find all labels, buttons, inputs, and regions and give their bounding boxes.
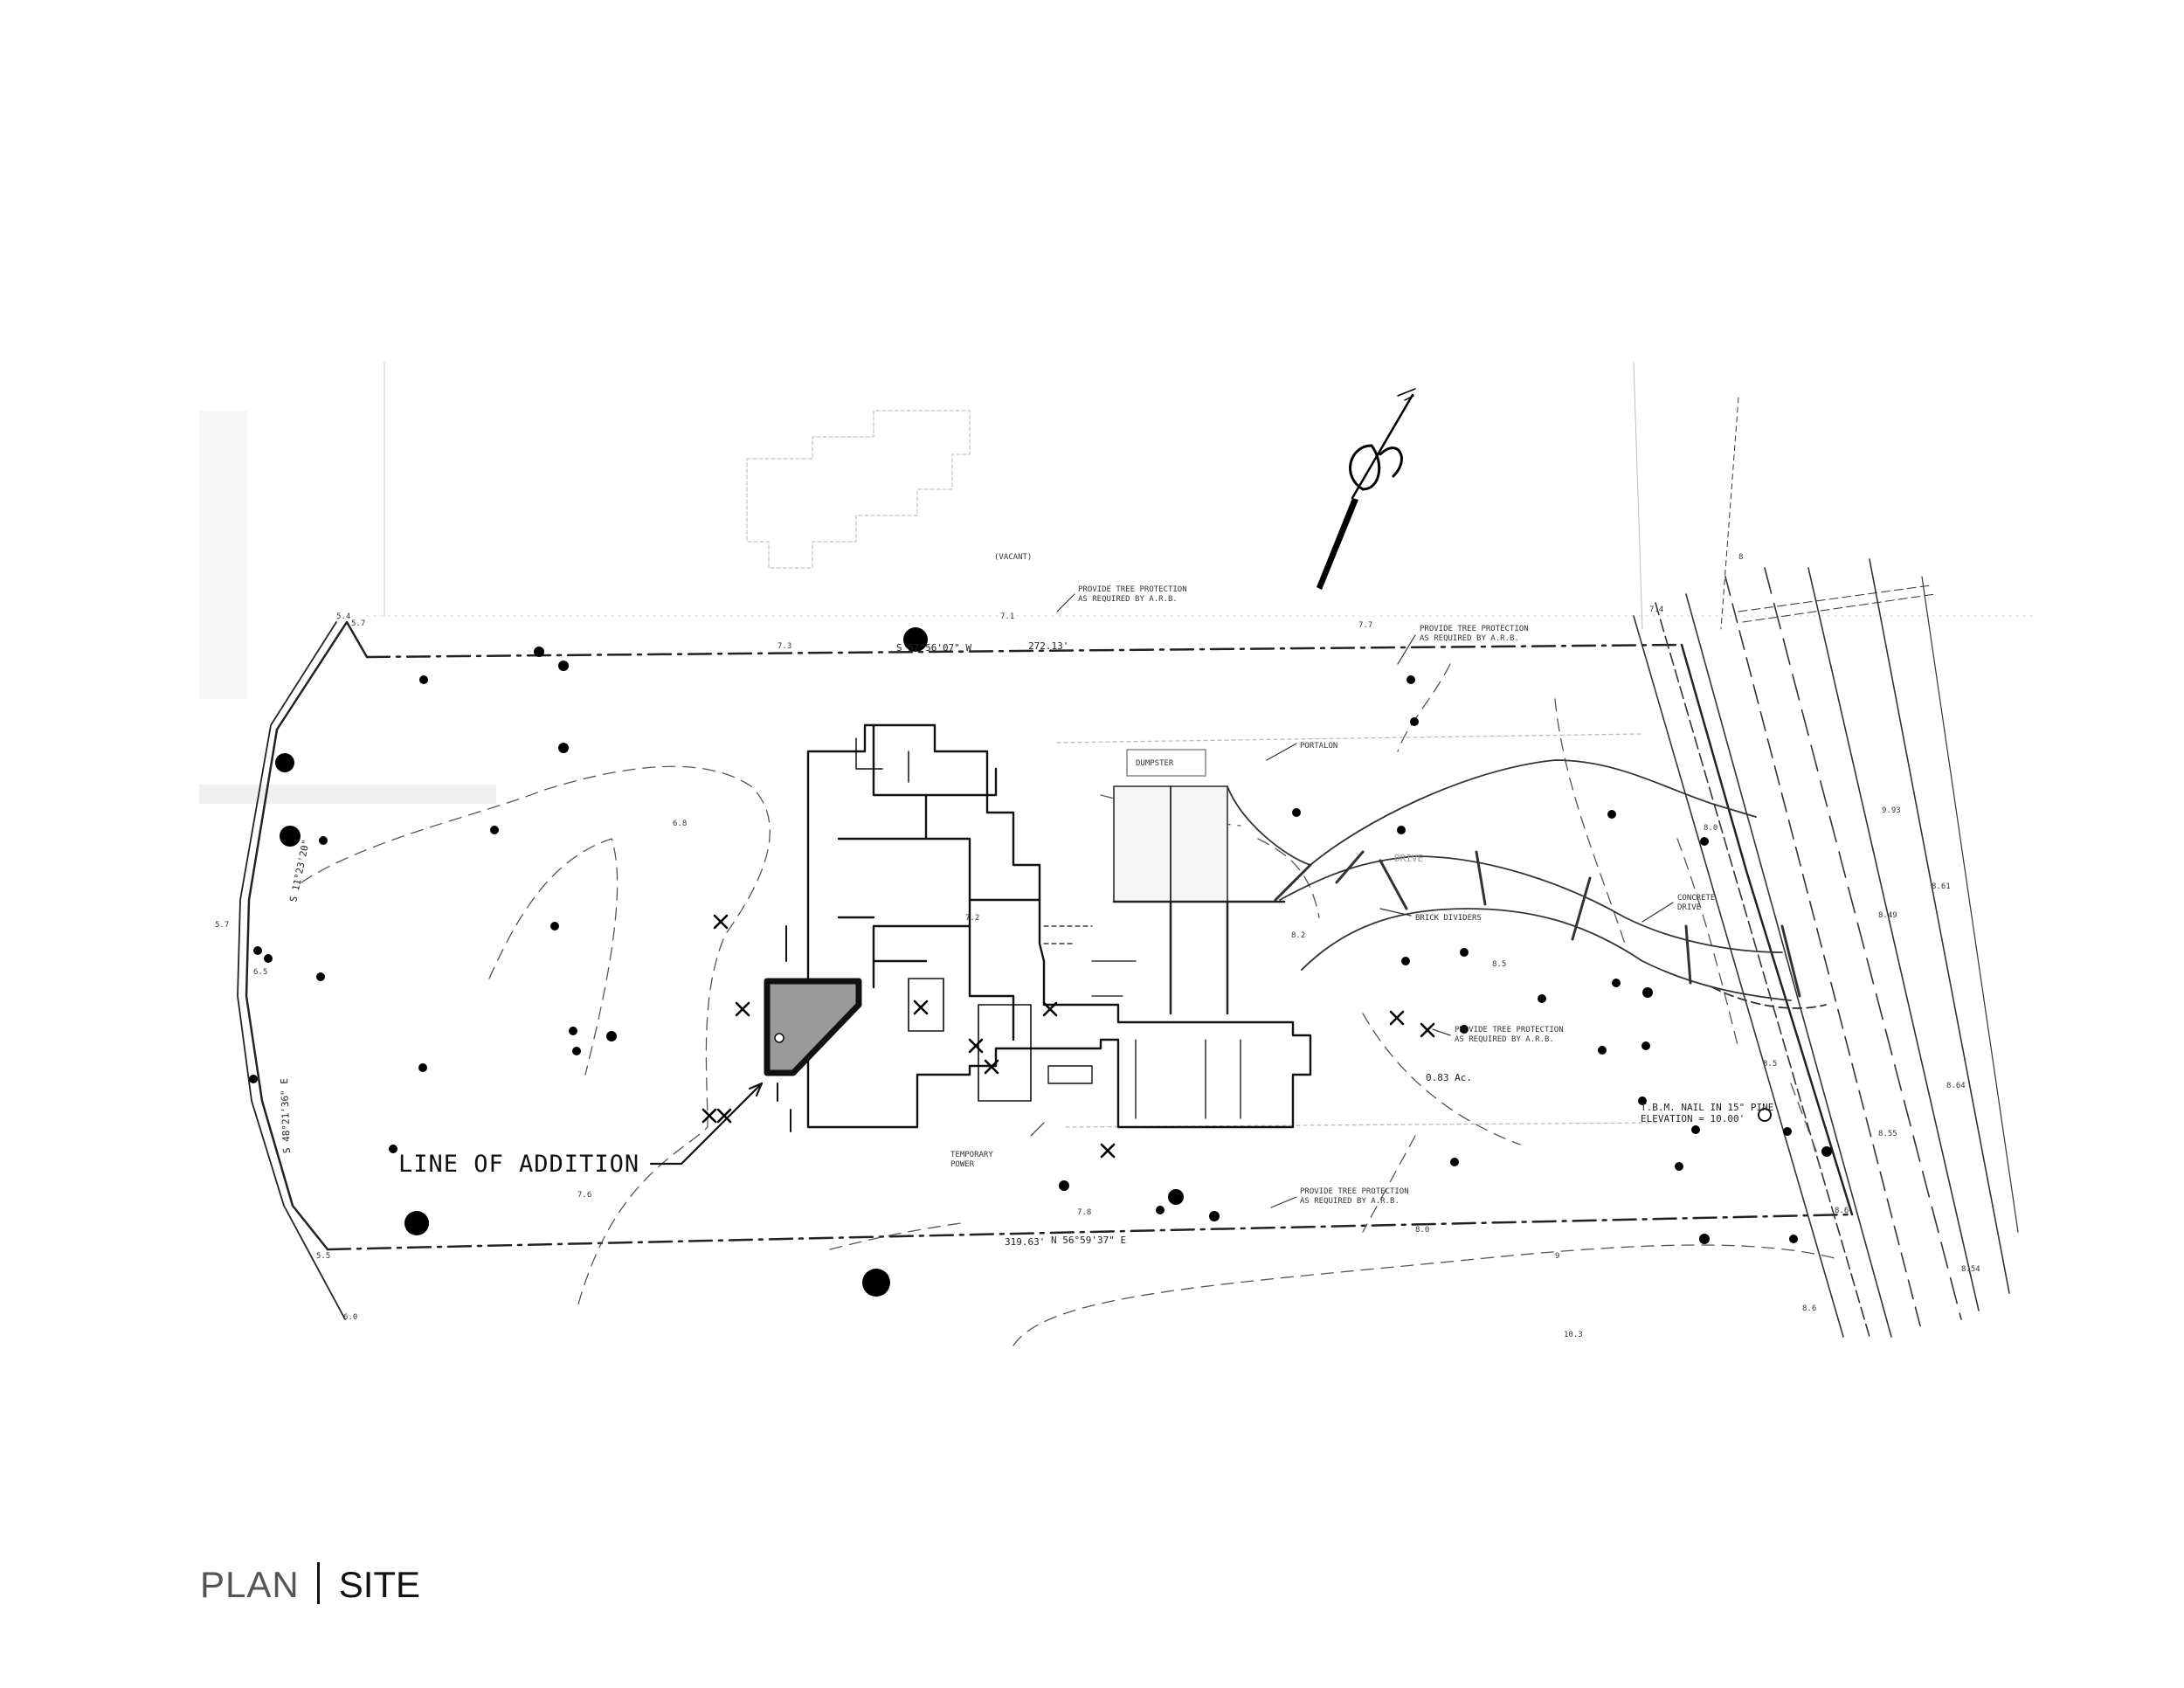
neighbor-structure xyxy=(366,362,2036,617)
tree-protection-label-3b: AS REQUIRED BY A.R.B. xyxy=(1455,1035,1554,1044)
concrete-drive-label-1: CONCRETE xyxy=(1677,894,1715,903)
svg-text:9: 9 xyxy=(1555,1252,1559,1261)
svg-text:8.2: 8.2 xyxy=(1291,931,1305,940)
svg-text:7.7: 7.7 xyxy=(1358,621,1372,630)
svg-text:6.8: 6.8 xyxy=(673,820,687,828)
svg-text:8.6: 8.6 xyxy=(1802,1304,1816,1313)
south-bearing-label: N 56°59'37" E xyxy=(1051,1235,1126,1246)
portalon-label: PORTALON xyxy=(1300,742,1337,751)
brick-dividers-label: BRICK DIVIDERS xyxy=(1415,914,1482,923)
svg-text:7.2: 7.2 xyxy=(965,914,979,923)
tree-protection-label-2b: AS REQUIRED BY A.R.B. xyxy=(1420,634,1519,643)
tbm-pine xyxy=(1758,1108,1772,1122)
tree-protection-label-4b: AS REQUIRED BY A.R.B. xyxy=(1300,1197,1400,1206)
trees xyxy=(249,627,1832,1297)
drive-label: DRIVE xyxy=(1394,853,1423,864)
tree-removal-marks xyxy=(702,914,1435,1159)
svg-text:6.0: 6.0 xyxy=(343,1313,357,1322)
svg-text:8.49: 8.49 xyxy=(1878,911,1897,920)
title-plan: PLAN xyxy=(200,1564,300,1605)
svg-text:8: 8 xyxy=(1738,553,1743,562)
sheet-title: PLAN SITE xyxy=(200,1562,420,1604)
svg-text:7.3: 7.3 xyxy=(778,642,791,651)
svg-text:8.55: 8.55 xyxy=(1878,1130,1897,1138)
tree-protection-label-3a: PROVIDE TREE PROTECTION xyxy=(1455,1026,1564,1034)
note-leaders xyxy=(1030,593,1674,1208)
tree-protection-label-2a: PROVIDE TREE PROTECTION xyxy=(1420,625,1529,633)
svg-text:8.0: 8.0 xyxy=(1415,1226,1429,1235)
tree-protection-label-1a: PROVIDE TREE PROTECTION xyxy=(1078,585,1187,594)
svg-text:5.7: 5.7 xyxy=(215,921,229,930)
west-bearing-label-1: S 11°23'20" xyxy=(287,839,312,903)
acreage-label: 0.83 Ac. xyxy=(1426,1072,1472,1083)
property-line xyxy=(237,620,1854,1320)
svg-text:7.4: 7.4 xyxy=(1649,605,1663,614)
driveway xyxy=(1227,759,1827,1009)
south-distance-label: 319.63' xyxy=(1005,1236,1045,1248)
tree-protection-label-1b: AS REQUIRED BY A.R.B. xyxy=(1078,595,1178,604)
svg-text:9.93: 9.93 xyxy=(1882,806,1901,815)
line-of-addition-leader xyxy=(649,1082,764,1166)
svg-text:8.5: 8.5 xyxy=(1492,960,1506,969)
scan-smudge xyxy=(199,785,496,804)
parking-area xyxy=(1112,749,1286,1015)
tbm-label-2: ELEVATION = 10.00' xyxy=(1641,1113,1745,1124)
title-divider xyxy=(316,1562,320,1604)
tbm-label-1: T.B.M. NAIL IN 15" PINE xyxy=(1641,1102,1773,1113)
svg-text:8.61: 8.61 xyxy=(1932,882,1951,891)
svg-text:8.6: 8.6 xyxy=(1835,1207,1849,1215)
svg-text:7.1: 7.1 xyxy=(1000,612,1014,621)
north-bearing-label: S 57°56'07" W xyxy=(896,642,971,654)
svg-text:7.6: 7.6 xyxy=(577,1191,591,1200)
svg-text:8.64: 8.64 xyxy=(1946,1082,1966,1090)
north-distance-label: 272.13' xyxy=(1028,640,1068,652)
title-site: SITE xyxy=(338,1564,421,1605)
svg-text:8.5: 8.5 xyxy=(1763,1060,1777,1069)
temporary-power-label-1: TEMPORARY xyxy=(950,1151,993,1159)
svg-text:7.8: 7.8 xyxy=(1077,1208,1091,1217)
house-footprint xyxy=(777,723,1312,1132)
concrete-drive-label-2: DRIVE xyxy=(1677,903,1701,912)
addition-area xyxy=(764,978,862,1076)
vacant-label: (VACANT) xyxy=(994,553,1032,562)
line-of-addition-label: LINE OF ADDITION xyxy=(398,1151,639,1178)
dumpster-label: DUMPSTER xyxy=(1136,759,1174,768)
svg-text:5.5: 5.5 xyxy=(316,1252,330,1261)
svg-text:6.5: 6.5 xyxy=(253,968,267,977)
svg-text:8.0: 8.0 xyxy=(1704,824,1717,833)
svg-text:8.54: 8.54 xyxy=(1961,1265,1980,1274)
tree-protection-label-4a: PROVIDE TREE PROTECTION xyxy=(1300,1187,1409,1196)
svg-text:5.7: 5.7 xyxy=(351,619,365,628)
temporary-power-label-2: POWER xyxy=(950,1160,975,1169)
svg-text:10.3: 10.3 xyxy=(1564,1331,1583,1339)
north-arrow xyxy=(1317,388,1416,590)
annotations: (VACANT) PROVIDE TREE PROTECTION AS REQU… xyxy=(279,553,1773,1248)
scan-smudge-left xyxy=(199,411,247,699)
west-bearing-label-2: S 48°21'36" E xyxy=(279,1078,293,1153)
street-lines xyxy=(1633,362,2019,1338)
svg-text:5.4: 5.4 xyxy=(336,612,350,621)
elevations: 5.45.77.1 7.37.77.4 7.28.28.5 8.08.57.8 … xyxy=(215,553,1980,1339)
